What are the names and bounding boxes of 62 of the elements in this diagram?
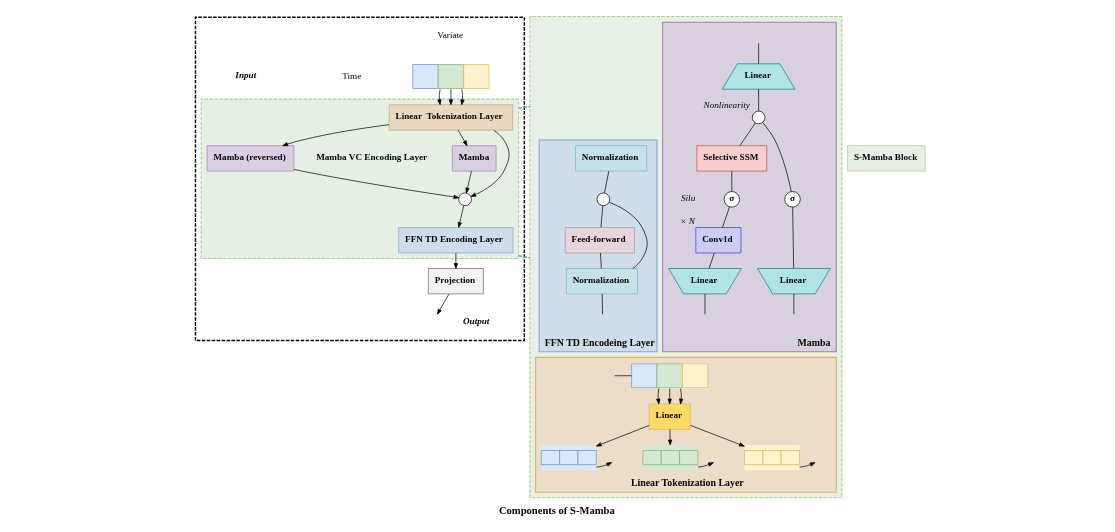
arrow [453, 252, 458, 269]
arrow [595, 425, 650, 447]
connector [608, 201, 648, 269]
connector [739, 122, 756, 146]
cluster [194, 16, 526, 342]
node-box: Conv1d [695, 227, 742, 254]
arrow [690, 425, 745, 447]
node-box: Normalization [575, 145, 648, 172]
arrow [460, 88, 465, 106]
connector [604, 170, 610, 194]
node-circle: σ [784, 191, 801, 208]
cluster [529, 16, 843, 499]
node-box: FFN TD Encoding Layer [398, 227, 514, 254]
arrow [437, 293, 450, 315]
connector [601, 293, 603, 315]
node-box: Normalization [565, 268, 638, 295]
label: Variate [437, 29, 464, 40]
node-box: Selective SSM [696, 145, 768, 172]
connector [600, 252, 602, 269]
arrow [667, 388, 672, 405]
connector [722, 206, 730, 228]
arrow [282, 124, 390, 147]
arrow [465, 170, 472, 194]
node-box: S-Mamba Block [847, 145, 926, 172]
node-circle [596, 192, 611, 206]
label: Mamba VC Encoding Layer [316, 152, 428, 163]
node-box: Mamba (reversed) [206, 145, 295, 172]
label: Output [462, 315, 490, 326]
arrow [656, 388, 661, 405]
connector [600, 205, 604, 228]
label: Input [235, 70, 257, 81]
arrow [799, 462, 816, 468]
arrow [668, 429, 673, 446]
connector [731, 170, 733, 192]
connector [762, 122, 792, 192]
node-circle: σ [723, 191, 740, 208]
arrow [596, 462, 613, 468]
node-box: Feed-forward [564, 227, 635, 254]
arrow [697, 462, 714, 468]
connector [758, 88, 759, 112]
connector [518, 255, 531, 259]
arrow [448, 88, 454, 106]
arrow [437, 88, 442, 106]
node-box: Projection [428, 268, 484, 295]
node-box: Linear [648, 403, 691, 430]
node-label: × N [680, 216, 695, 227]
node-box: Mamba [452, 145, 497, 172]
connector [792, 206, 795, 269]
connector [708, 252, 715, 269]
connector [518, 105, 531, 109]
arrow [293, 169, 460, 200]
node-circle [458, 192, 472, 206]
node-circle [751, 110, 766, 125]
label: Silu [681, 193, 696, 203]
connector [758, 43, 759, 64]
arrow [679, 388, 684, 405]
label: Time [342, 70, 362, 81]
arrow [457, 205, 465, 228]
arrow [457, 129, 468, 147]
node-box: Linear Tokenization Layer [388, 104, 514, 131]
node-label: Nonlinearity [703, 99, 750, 110]
caption: Components of S-Mamba [498, 505, 615, 517]
